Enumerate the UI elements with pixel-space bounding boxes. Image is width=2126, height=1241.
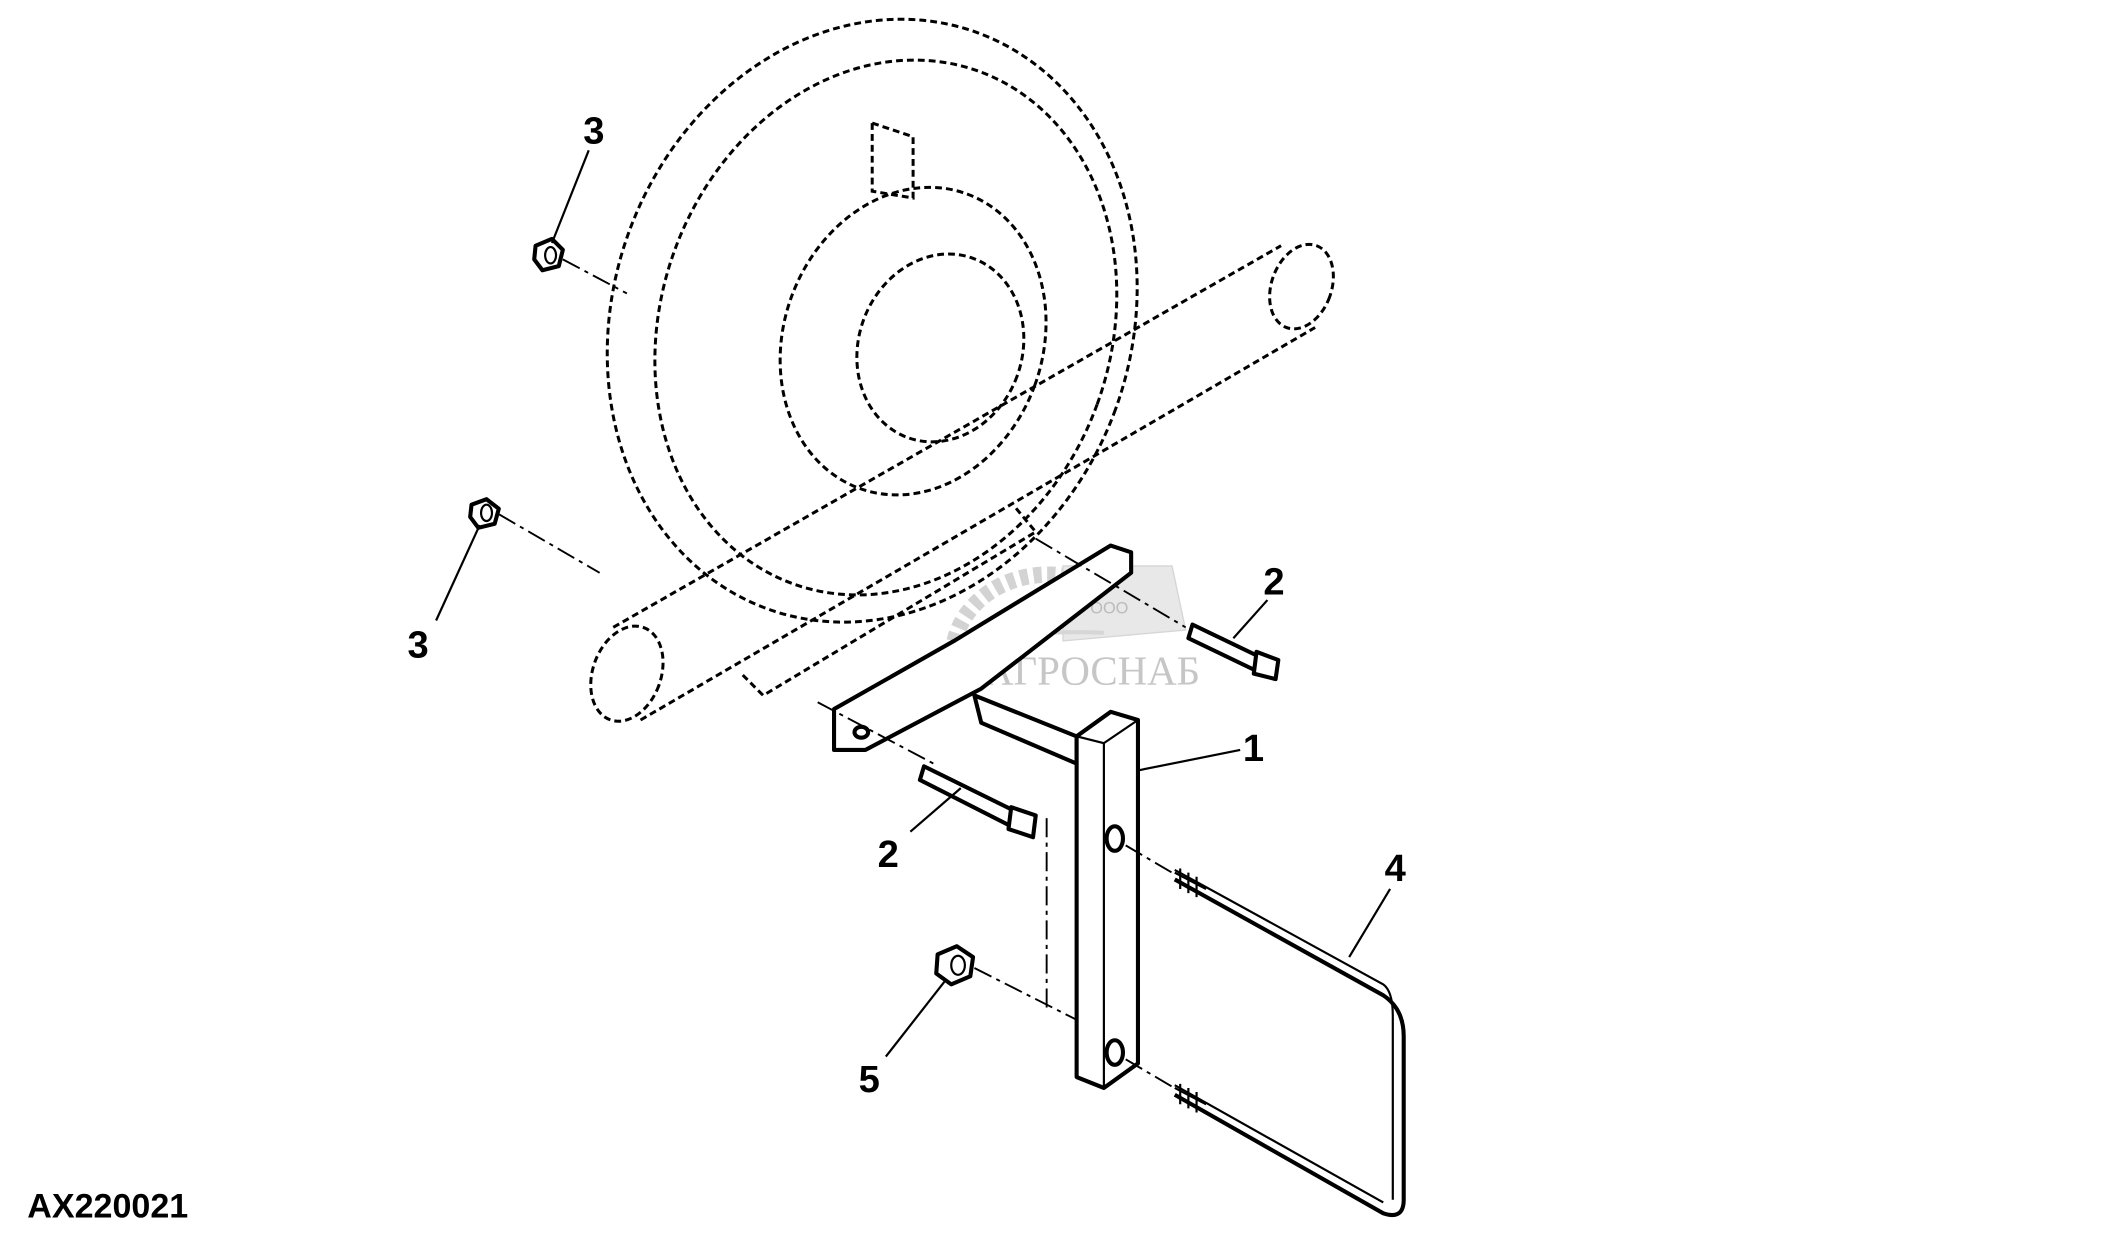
callout-3-upper: 3 <box>583 110 604 153</box>
figure-id: AX220021 <box>27 1187 188 1225</box>
bolt-lower <box>917 764 1038 840</box>
axle-tube-ghost <box>589 242 1335 723</box>
leader-lines <box>435 149 1392 1058</box>
callout-5: 5 <box>859 1058 880 1101</box>
bar-part-1 <box>1074 709 1140 1090</box>
callout-3-lower: 3 <box>407 623 428 666</box>
flange-nut <box>934 944 976 987</box>
nut-upper <box>532 236 565 273</box>
mounting-bracket <box>832 543 1134 766</box>
nut-lower <box>468 497 501 530</box>
callout-2-lower: 2 <box>878 833 899 876</box>
u-bolt-part-4 <box>1173 868 1406 1218</box>
callout-1: 1 <box>1243 727 1264 770</box>
assembly-center-lines <box>498 258 1187 1088</box>
bolt-upper <box>1186 622 1281 682</box>
callout-4: 4 <box>1385 847 1406 890</box>
watermark-prefix: ООО <box>1090 600 1128 618</box>
callout-2-upper: 2 <box>1263 561 1284 604</box>
